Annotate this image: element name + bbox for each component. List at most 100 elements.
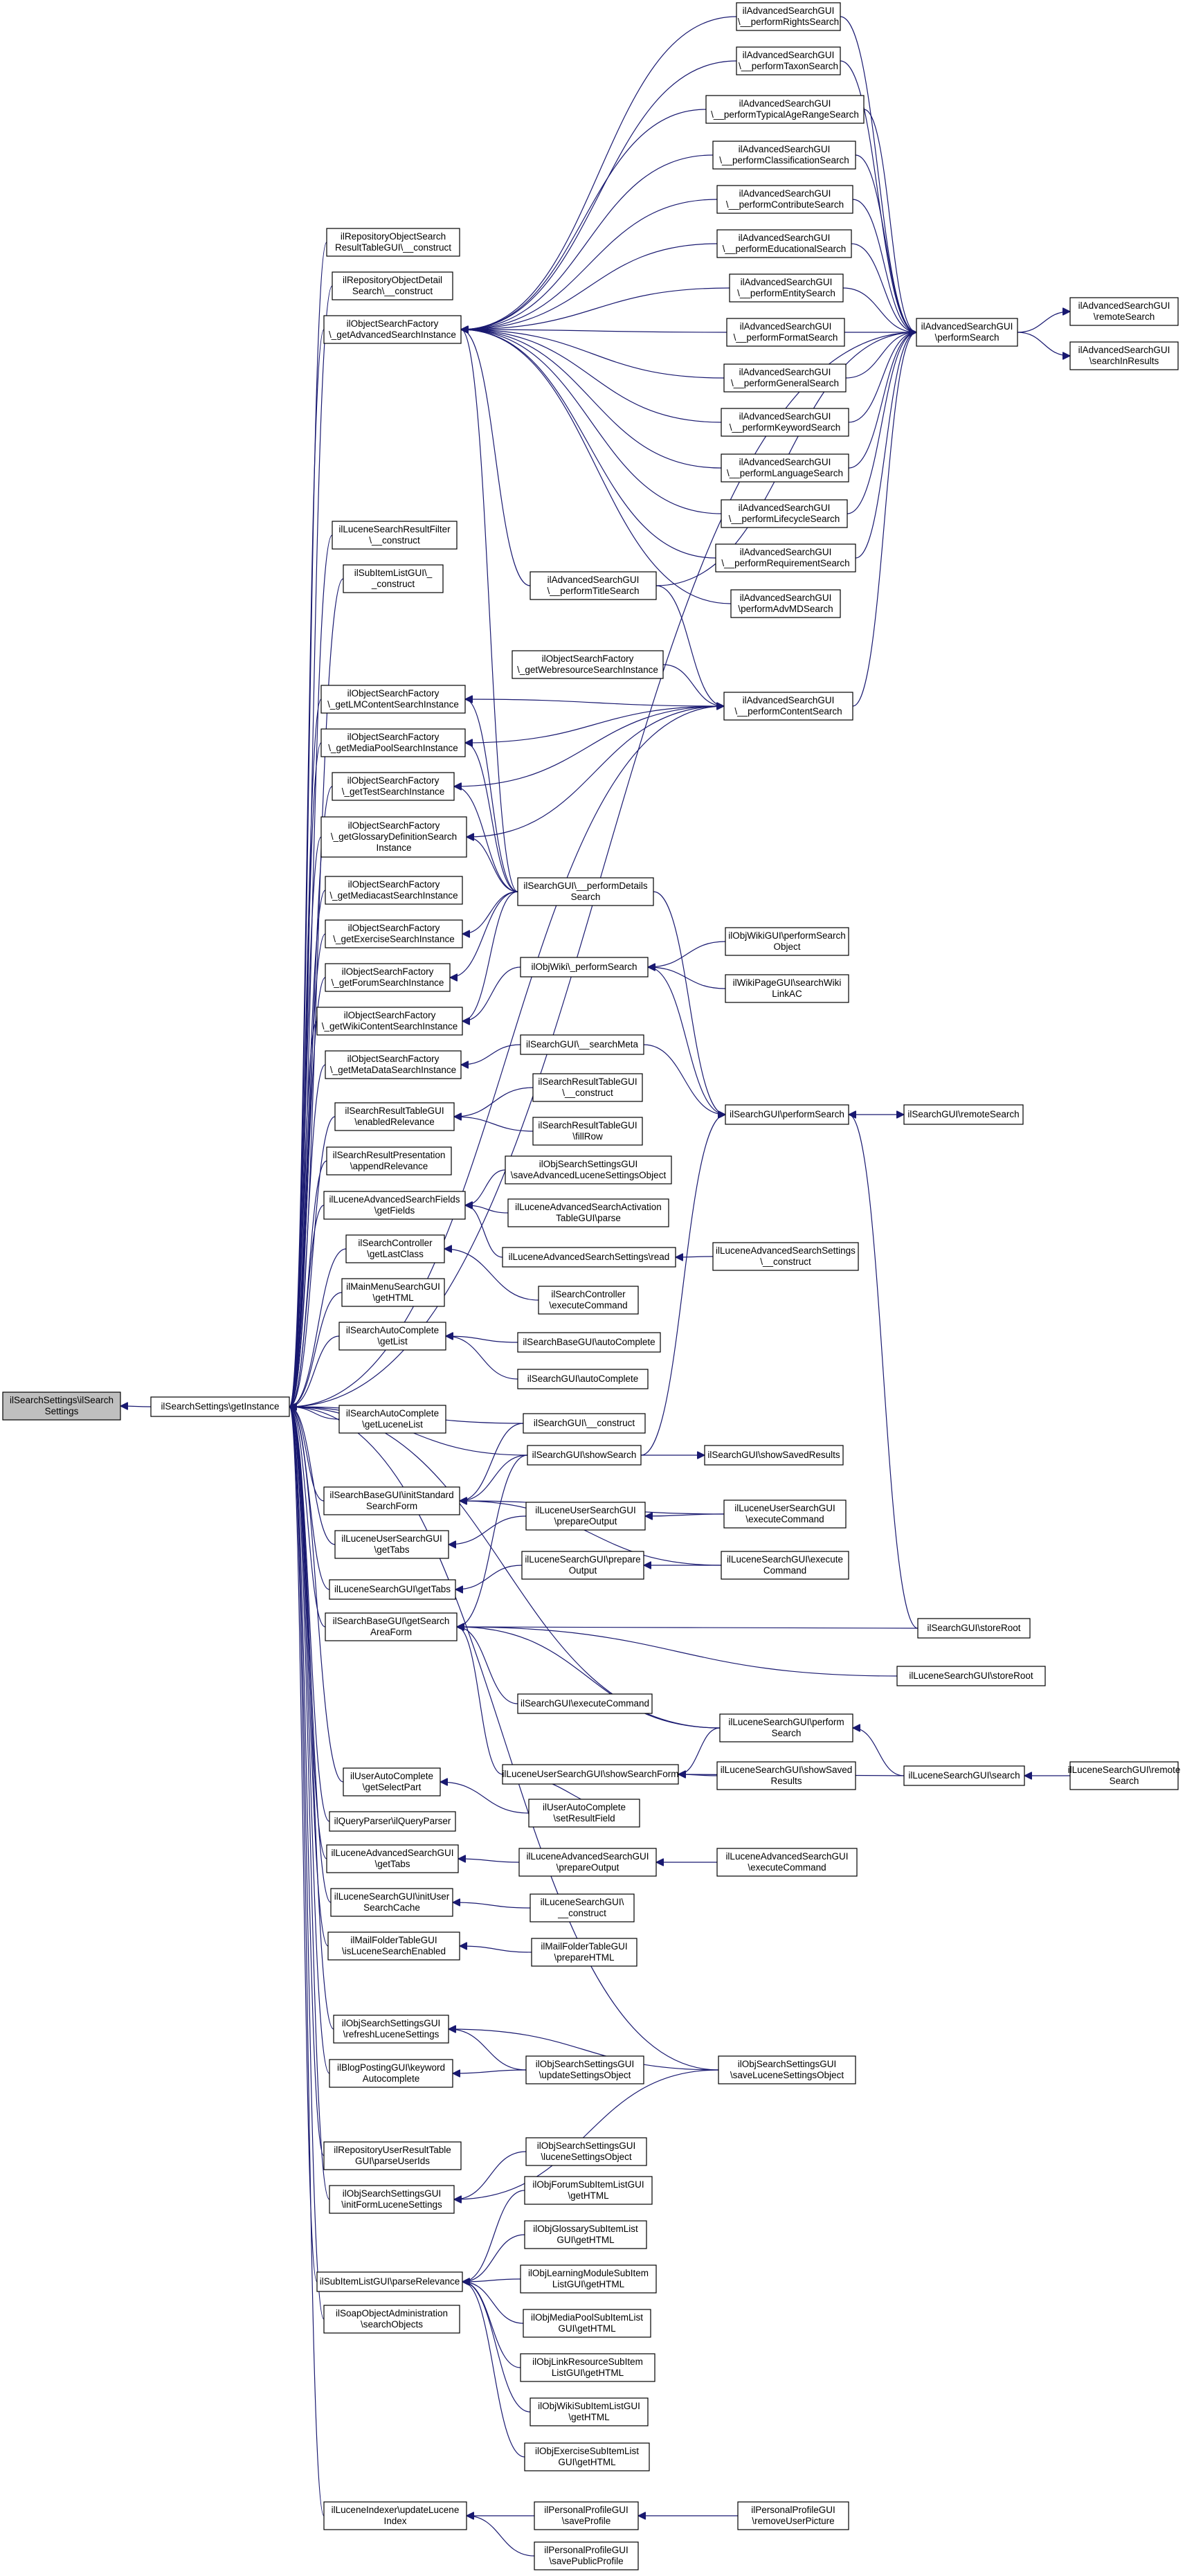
graph-node[interactable]: ilSearchBaseGUI\autoComplete (517, 1332, 661, 1353)
graph-node[interactable]: ilLuceneAdvancedSearchGUI\prepareOutput (518, 1848, 657, 1877)
graph-node[interactable]: ilAdvancedSearchGUI\__performRightsSearc… (736, 2, 841, 31)
graph-node[interactable]: ilSearchResultTableGUI\enabledRelevance (334, 1102, 455, 1131)
graph-node[interactable]: ilSearchController\getLastClass (345, 1234, 445, 1263)
graph-node[interactable]: ilObjectSearchFactory\_getWikiContentSea… (316, 1007, 463, 1036)
graph-node[interactable]: ilRepositoryObjectSearchResultTableGUI\_… (326, 228, 460, 257)
graph-node[interactable]: ilObjectSearchFactory\_getExerciseSearch… (325, 919, 463, 948)
graph-node[interactable]: ilSearchGUI\autoComplete (517, 1369, 649, 1389)
graph-node[interactable]: ilAdvancedSearchGUI\__performLanguageSea… (721, 453, 849, 483)
graph-node[interactable]: ilObjectSearchFactory\_getGlossaryDefini… (320, 816, 467, 858)
graph-node[interactable]: ilObjWikiSubItemListGUI\getHTML (530, 2397, 649, 2426)
graph-node[interactable]: ilAdvancedSearchGUI\__performTypicalAgeR… (705, 95, 865, 124)
graph-node[interactable]: ilAdvancedSearchGUI\__performRequirement… (715, 543, 856, 573)
graph-node[interactable]: ilObjWiki\_performSearch (520, 957, 649, 978)
graph-node[interactable]: ilLuceneSearchGUI\executeCommand (721, 1551, 849, 1580)
graph-node[interactable]: ilAdvancedSearchGUI\remoteSearch (1069, 297, 1179, 326)
graph-node[interactable]: ilObjLearningModuleSubItemListGUI\getHTM… (520, 2264, 657, 2294)
graph-node[interactable]: ilLuceneUserSearchGUI\showSearchForm (502, 1764, 679, 1785)
graph-node[interactable]: ilObjectSearchFactory\_getLMContentSearc… (320, 685, 466, 714)
graph-node[interactable]: ilObjectSearchFactory\_getTestSearchInst… (332, 772, 455, 801)
graph-node[interactable]: ilSearchGUI\showSavedResults (704, 1445, 844, 1466)
graph-node[interactable]: ilAdvancedSearchGUI\performAdvMDSearch (730, 589, 841, 618)
graph-node[interactable]: ilSearchAutoComplete\getLuceneList (338, 1405, 446, 1434)
graph-node[interactable]: ilAdvancedSearchGUI\__performLifecycleSe… (721, 499, 848, 528)
graph-node[interactable]: ilAdvancedSearchGUI\__performEntitySearc… (729, 273, 844, 303)
graph-node[interactable]: ilObjSearchSettingsGUI\luceneSettingsObj… (525, 2137, 647, 2166)
graph-node[interactable]: ilSearchGUI\performSearch (725, 1104, 849, 1125)
graph-node[interactable]: ilMailFolderTableGUI\prepareHTML (531, 1938, 637, 1967)
graph-node[interactable]: ilLuceneSearchGUI\getTabs (329, 1579, 456, 1600)
graph-node[interactable]: ilMailFolderTableGUI\isLuceneSearchEnabl… (327, 1931, 460, 1961)
graph-node[interactable]: ilAdvancedSearchGUI\__performTaxonSearch (736, 46, 841, 75)
graph-node[interactable]: ilLuceneAdvancedSearchFields\getFields (323, 1191, 466, 1220)
graph-node[interactable]: ilRepositoryUserResultTableGUI\parseUser… (323, 2141, 462, 2170)
graph-node[interactable]: ilLuceneAdvancedSearchGUI\executeCommand (716, 1848, 858, 1877)
graph-node[interactable]: ilPersonalProfileGUI\savePublicProfile (534, 2541, 639, 2570)
graph-node[interactable]: ilLuceneAdvancedSearchActivationTableGUI… (507, 1198, 669, 1227)
graph-node[interactable]: ilSoapObjectAdministration\searchObjects (323, 2305, 460, 2334)
graph-node[interactable]: ilSearchResultTableGUI\fillRow (532, 1117, 643, 1146)
graph-node[interactable]: ilLuceneSearchGUI\performSearch (719, 1713, 853, 1742)
graph-node[interactable]: ilObjectSearchFactory\_getMetaDataSearch… (325, 1050, 462, 1079)
graph-node[interactable]: ilObjectSearchFactory\_getMediacastSearc… (325, 876, 463, 905)
graph-node[interactable]: ilSearchGUI\storeRoot (917, 1618, 1031, 1639)
graph-node[interactable]: ilObjectSearchFactory\_getAdvancedSearch… (323, 315, 462, 344)
graph-node[interactable]: ilSearchGUI\__searchMeta (520, 1034, 644, 1055)
graph-node[interactable]: ilSearchController\executeCommand (538, 1286, 639, 1315)
graph-node[interactable]: ilObjectSearchFactory\_getWebresourceSea… (512, 650, 664, 679)
graph-node[interactable]: ilLuceneSearchGUI\remoteSearch (1068, 1761, 1181, 1790)
graph-node[interactable]: ilAdvancedSearchGUI\__performEducational… (716, 229, 852, 258)
graph-node[interactable]: ilAdvancedSearchGUI\__performFormatSearc… (726, 318, 845, 347)
graph-node[interactable]: ilAdvancedSearchGUI\__performTitleSearch (530, 571, 657, 600)
graph-node[interactable]: ilSearchGUI\showSearch (527, 1445, 642, 1466)
graph-node[interactable]: ilSubItemListGUI\parseRelevance (316, 2271, 463, 2292)
graph-node[interactable]: ilUserAutoComplete\setResultField (528, 1799, 640, 1828)
graph-node[interactable]: ilAdvancedSearchGUI\searchInResults (1069, 341, 1179, 370)
graph-node[interactable]: ilLuceneSearchGUI\__construct (530, 1893, 635, 1922)
graph-node[interactable]: ilSearchResultPresentation\appendRelevan… (326, 1146, 452, 1176)
graph-node[interactable]: ilLuceneAdvancedSearchSettings\read (502, 1247, 676, 1268)
graph-node[interactable]: ilObjSearchSettingsGUI\updateSettingsObj… (525, 2055, 644, 2084)
graph-node[interactable]: ilObjForumSubItemListGUI\getHTML (524, 2176, 653, 2205)
graph-node[interactable]: ilRepositoryObjectDetailSearch\__constru… (332, 271, 453, 300)
graph-node[interactable]: ilLuceneAdvancedSearchGUI\getTabs (326, 1844, 459, 1873)
graph-node[interactable]: ilLuceneUserSearchGUI\executeCommand (723, 1499, 847, 1529)
graph-node[interactable]: ilQueryParser\ilQueryParser (329, 1811, 456, 1832)
graph-node[interactable]: ilSubItemListGUI\__construct (343, 564, 444, 593)
graph-node[interactable]: ilObjSearchSettingsGUI\saveLuceneSetting… (718, 2055, 856, 2084)
graph-node[interactable]: ilObjectSearchFactory\_getMediaPoolSearc… (320, 728, 466, 757)
graph-node[interactable]: ilPersonalProfileGUI\removeUserPicture (737, 2501, 849, 2530)
graph-node[interactable]: ilObjSearchSettingsGUI\saveAdvancedLucen… (505, 1155, 672, 1185)
graph-node[interactable]: ilLuceneUserSearchGUI\prepareOutput (525, 1502, 646, 1531)
graph-node[interactable]: ilSearchAutoComplete\getList (338, 1322, 446, 1351)
graph-node[interactable]: ilSearchGUI\executeCommand (517, 1693, 653, 1714)
graph-node[interactable]: ilAdvancedSearchGUI\__performContentSear… (723, 692, 853, 721)
graph-node[interactable]: ilObjSearchSettingsGUI\refreshLuceneSett… (333, 2015, 449, 2044)
graph-node[interactable]: ilAdvancedSearchGUI\performSearch (916, 318, 1018, 347)
graph-node[interactable]: ilAdvancedSearchGUI\__performClassificat… (712, 141, 856, 170)
graph-node[interactable]: ilAdvancedSearchGUI\__performContributeS… (716, 185, 853, 214)
graph-node[interactable]: ilLuceneUserSearchGUI\getTabs (334, 1530, 449, 1559)
graph-node[interactable]: ilMainMenuSearchGUI\getHTML (341, 1278, 445, 1307)
graph-node[interactable]: ilAdvancedSearchGUI\__performKeywordSear… (721, 408, 849, 437)
graph-node[interactable]: ilUserAutoComplete\getSelectPart (343, 1767, 441, 1796)
graph-node[interactable]: ilObjSearchSettingsGUI\initFormLuceneSet… (329, 2185, 455, 2214)
graph-node[interactable]: ilSearchGUI\remoteSearch (903, 1104, 1024, 1125)
graph-node[interactable]: ilLuceneSearchGUI\showSavedResults (716, 1761, 856, 1790)
graph-node[interactable]: ilLuceneSearchGUI\search (903, 1765, 1025, 1786)
graph-node[interactable]: ilSearchGUI\__construct (523, 1413, 646, 1434)
focus-node[interactable]: ilSearchSettings\ilSearchSettings (2, 1391, 121, 1421)
graph-node[interactable]: ilLuceneSearchGUI\storeRoot (896, 1666, 1046, 1686)
